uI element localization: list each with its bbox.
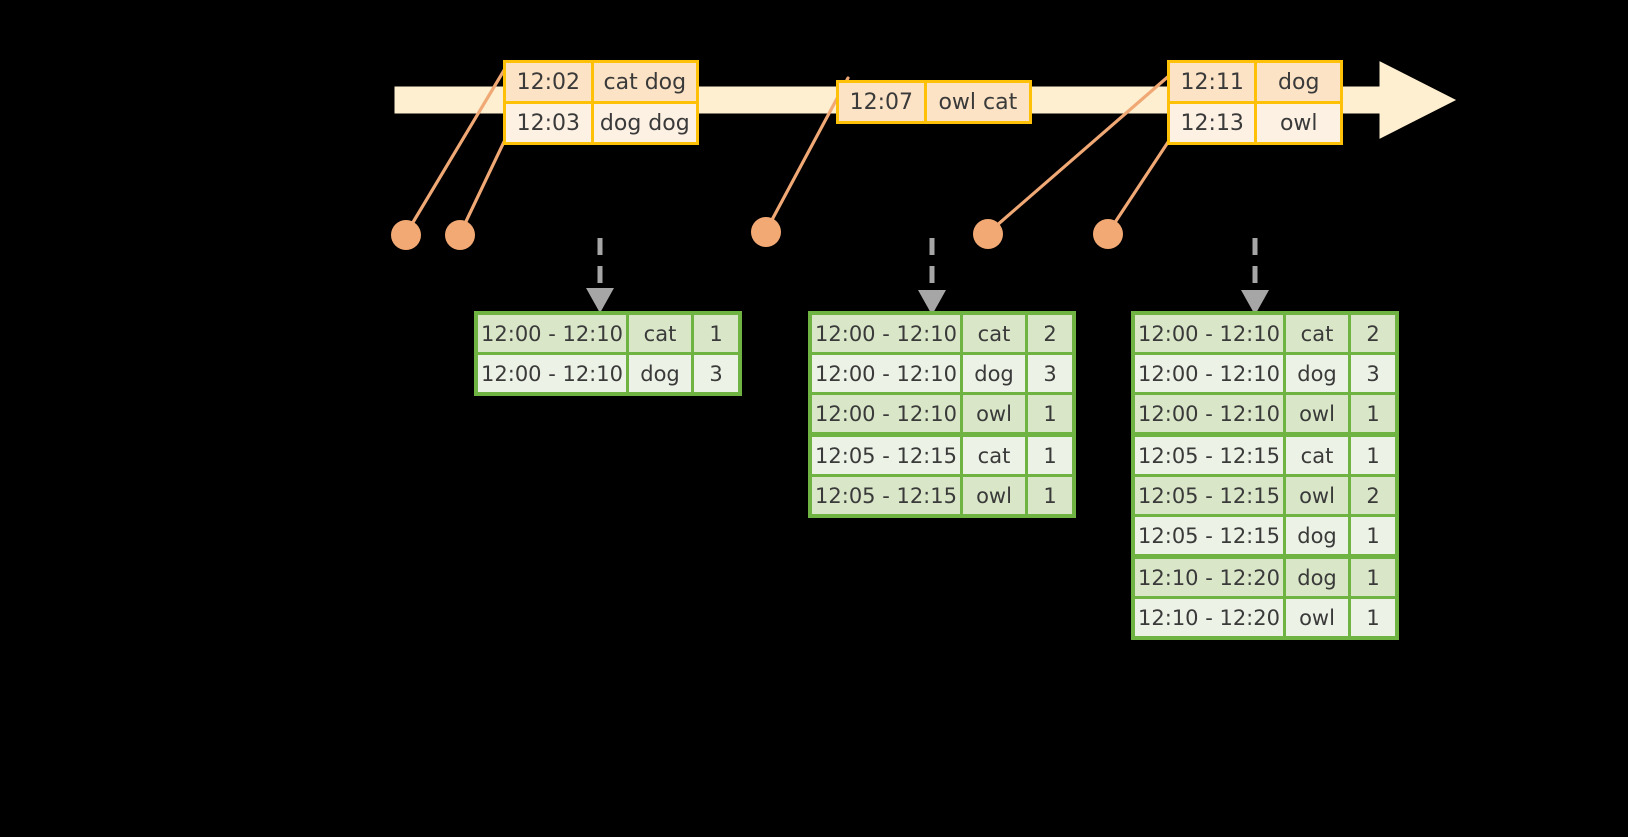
event-row[interactable]: 12:03 dog dog (506, 101, 696, 142)
count-cell: 3 (1028, 355, 1072, 392)
count-cell: 3 (694, 355, 738, 392)
key-cell: dog (1286, 517, 1348, 554)
key-cell: dog (629, 355, 691, 392)
key-cell: cat (963, 437, 1025, 474)
key-cell: dog (963, 355, 1025, 392)
window-cell: 12:00 - 12:10 (478, 355, 626, 392)
count-cell: 1 (1351, 517, 1395, 554)
event-row[interactable]: 12:02 cat dog (506, 63, 696, 101)
count-cell: 2 (1351, 477, 1395, 514)
window-cell: 12:05 - 12:15 (1135, 477, 1283, 514)
window-cell: 12:10 - 12:20 (1135, 559, 1283, 596)
event-words: dog (1254, 63, 1340, 101)
key-cell: cat (963, 315, 1025, 352)
key-cell: owl (963, 477, 1025, 514)
event-row[interactable]: 12:07 owl cat (839, 83, 1029, 121)
window-cell: 12:00 - 12:10 (812, 355, 960, 392)
count-cell: 1 (1351, 395, 1395, 432)
count-cell: 2 (1351, 315, 1395, 352)
window-cell: 12:05 - 12:15 (1135, 437, 1283, 474)
key-cell: dog (1286, 559, 1348, 596)
count-cell: 1 (1028, 395, 1072, 432)
event-time: 12:07 (839, 83, 924, 121)
key-cell: cat (1286, 437, 1348, 474)
count-cell: 1 (1028, 477, 1072, 514)
count-cell: 2 (1028, 315, 1072, 352)
window-cell: 12:05 - 12:15 (812, 477, 960, 514)
event-group-3[interactable]: 12:11 dog 12:13 owl (1167, 60, 1343, 145)
event-group-1[interactable]: 12:02 cat dog 12:03 dog dog (503, 60, 699, 145)
trigger-dots (391, 217, 1123, 250)
window-cell: 12:05 - 12:15 (1135, 517, 1283, 554)
event-words: cat dog (590, 63, 696, 101)
dashed-arrows (586, 238, 1269, 315)
event-row[interactable]: 12:11 dog (1170, 63, 1340, 101)
event-row[interactable]: 12:13 owl (1170, 101, 1340, 142)
event-time: 12:03 (506, 104, 591, 142)
count-cell: 1 (1351, 599, 1395, 636)
event-words: owl (1254, 104, 1340, 142)
window-cell: 12:00 - 12:10 (1135, 355, 1283, 392)
key-cell: cat (629, 315, 691, 352)
window-cell: 12:00 - 12:10 (812, 315, 960, 352)
event-words: owl cat (923, 83, 1029, 121)
count-cell: 1 (694, 315, 738, 352)
key-cell: owl (1286, 395, 1348, 432)
window-cell: 12:00 - 12:10 (812, 395, 960, 432)
trigger-dot-2 (445, 220, 475, 250)
window-cell: 12:00 - 12:10 (478, 315, 626, 352)
window-cell: 12:05 - 12:15 (812, 437, 960, 474)
key-cell: dog (1286, 355, 1348, 392)
key-cell: owl (1286, 599, 1348, 636)
event-time: 12:13 (1170, 104, 1255, 142)
event-words: dog dog (590, 104, 696, 142)
count-cell: 1 (1351, 437, 1395, 474)
count-cell: 3 (1351, 355, 1395, 392)
trigger-dot-1 (391, 220, 421, 250)
event-time: 12:02 (506, 63, 591, 101)
count-cell: 1 (1028, 437, 1072, 474)
window-cell: 12:00 - 12:10 (1135, 395, 1283, 432)
count-cell: 1 (1351, 559, 1395, 596)
key-cell: owl (1286, 477, 1348, 514)
trigger-dot-5 (1093, 219, 1123, 249)
window-cell: 12:10 - 12:20 (1135, 599, 1283, 636)
trigger-dot-3 (751, 217, 781, 247)
event-group-2[interactable]: 12:07 owl cat (836, 80, 1032, 124)
window-cell: 12:00 - 12:10 (1135, 315, 1283, 352)
trigger-dot-4 (973, 219, 1003, 249)
event-time: 12:11 (1170, 63, 1255, 101)
key-cell: cat (1286, 315, 1348, 352)
key-cell: owl (963, 395, 1025, 432)
